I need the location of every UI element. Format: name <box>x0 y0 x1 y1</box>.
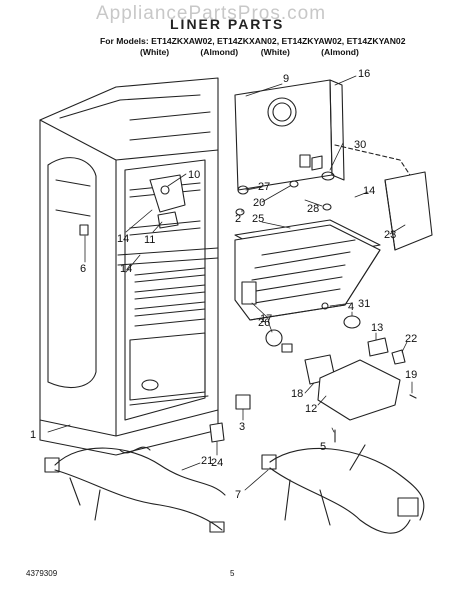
callout-21: 21 <box>201 455 213 467</box>
callout-26: 26 <box>258 317 270 329</box>
callout-7: 7 <box>235 489 241 501</box>
callout-labels: 1 2 3 4 5 6 7 9 10 11 12 13 14 14 14 16 … <box>30 68 417 501</box>
callout-27: 27 <box>258 181 270 193</box>
callout-25: 25 <box>252 213 264 225</box>
callout-31: 31 <box>358 298 370 310</box>
callout-23: 23 <box>384 229 396 241</box>
callout-3: 3 <box>239 421 245 433</box>
callout-2: 2 <box>235 213 241 225</box>
color-label: (Almond) <box>200 47 239 57</box>
callout-12: 12 <box>305 403 317 415</box>
callout-11: 11 <box>144 234 155 246</box>
color-label: (White) <box>140 47 170 57</box>
callout-24: 24 <box>211 457 223 469</box>
page-number: 5 <box>230 569 235 578</box>
callout-16: 16 <box>358 68 370 80</box>
shelf-frame <box>234 219 381 321</box>
color-label: (White) <box>260 47 290 57</box>
vent-damper <box>311 155 335 181</box>
small-parts <box>209 394 336 443</box>
callout-20: 20 <box>253 197 265 209</box>
callout-28: 28 <box>307 203 319 215</box>
callout-14: 14 <box>120 263 132 275</box>
light-housing-assembly <box>149 174 186 229</box>
control-housing <box>317 337 417 421</box>
callout-9: 9 <box>283 73 289 85</box>
callout-4: 4 <box>348 301 354 313</box>
callout-14: 14 <box>117 233 129 245</box>
callout-13: 13 <box>371 322 383 334</box>
callout-10: 10 <box>188 169 200 181</box>
watermark: AppliancePartsPros.com <box>96 3 327 24</box>
callout-1: 1 <box>30 429 36 441</box>
evaporator-cover <box>234 79 345 191</box>
callout-22: 22 <box>405 333 417 345</box>
air-duct <box>334 144 433 251</box>
callout-19: 19 <box>405 369 417 381</box>
wire-harness-21 <box>44 446 226 533</box>
callout-6: 6 <box>80 263 86 275</box>
model-colors: (White) (Almond) (White) (Almond) <box>140 47 440 57</box>
leader-lines <box>47 75 413 491</box>
callout-30: 30 <box>354 139 366 151</box>
wire-harness-7 <box>261 444 425 534</box>
color-label: (Almond) <box>321 47 359 57</box>
page-title: LINER PARTS <box>170 16 285 32</box>
document-number: 4379309 <box>26 569 58 578</box>
callout-14: 14 <box>363 185 375 197</box>
fasteners <box>235 180 332 216</box>
model-list: For Models: ET14ZKXAW02, ET14ZKXAN02, ET… <box>100 36 406 46</box>
control-components <box>241 281 361 329</box>
callout-5: 5 <box>320 441 326 453</box>
callout-18: 18 <box>291 388 303 400</box>
callout-17: 17 <box>260 313 272 325</box>
